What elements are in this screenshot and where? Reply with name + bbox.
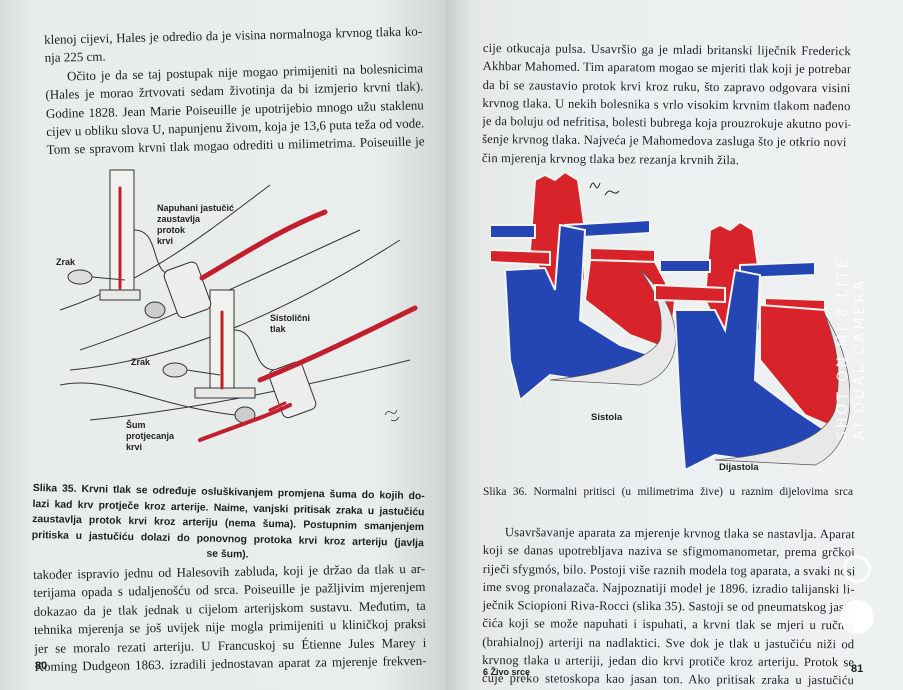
watermark-line: SHOT ON MI 8 LITE (835, 256, 851, 440)
watermark-logo-ring-icon (843, 555, 871, 583)
label-line: Sistolični (270, 313, 311, 323)
text-line: koji se danas upotrebljava naziva se sfi… (482, 543, 855, 560)
artery-2-lower (198, 403, 292, 442)
label-air-2: Zrak (131, 357, 151, 367)
left-bottom-paragraph: također ispravio jednu od Halesovih zabl… (33, 560, 427, 677)
camera-watermark: SHOT ON MI 8 LITE AI DUAL CAMERA (835, 256, 869, 440)
label-line: Šum (126, 420, 146, 430)
stethoscope-tube (59, 382, 236, 416)
label-line: tlak (270, 324, 286, 334)
manometer-1 (109, 169, 135, 296)
text-line: čuje preko stetoskopa kao jasan ton. Ako… (482, 671, 855, 688)
label-line: krvi (126, 442, 143, 452)
systole-myocardium (549, 269, 676, 386)
right-page: cije otkucaja pulsa. Usavršio ga je mlad… (446, 0, 903, 690)
page-number-right: 81 (851, 663, 864, 675)
label-systolic: Sistolični tlak (270, 313, 310, 335)
figure-35-caption: Slika 35. Krvni tlak se određuje osluški… (31, 481, 425, 567)
systole-right-heart (503, 223, 652, 402)
label-line: protjecanja (126, 431, 175, 441)
text-line: ime svog pronalazača. Najpoznatiji model… (482, 579, 855, 597)
heart-diagram (490, 170, 850, 472)
text-line: riječi sfygmós, bilo. Postoji više razni… (482, 561, 855, 578)
text-line: čića koji se može napuhati i ispuhati, a… (482, 616, 855, 633)
label-diastole: Dijastola (719, 462, 759, 473)
text-line: krvnog tlaka u arteriji, jedan dio krvi … (482, 653, 855, 670)
blood-pressure-illustration (59, 169, 418, 442)
label-systole: Sistola (591, 412, 623, 423)
stethoscope-1 (144, 301, 166, 319)
left-page: klenoj cijevi, Hales je odredio da je vi… (0, 0, 446, 690)
watermark-logo-dot-icon (840, 600, 874, 634)
cuff-1 (163, 261, 212, 319)
label-cuff: Napuhani jastučić zaustavlja protok krvi (157, 203, 234, 247)
text-line: (brahialnoj) arteriji na nadlaktici. Sve… (482, 634, 855, 652)
right-bottom-paragraph: Usavršavanje aparata za mjerenje krvnog … (482, 523, 855, 690)
text-line: ječnik Sciopioni Riva-Rocci (slika 35). … (482, 598, 855, 615)
watermark-line: AI DUAL CAMERA (852, 277, 868, 440)
label-line: Napuhani jastučić (157, 203, 235, 213)
heart-systole (490, 170, 677, 402)
diastole-myocardium (714, 314, 850, 466)
label-air-1: Zrak (56, 257, 76, 267)
diastole-right-heart (673, 268, 827, 472)
bulb-2 (162, 362, 188, 378)
right-top-paragraph: cije otkucaja pulsa. Usavršio ga je mlad… (482, 39, 851, 170)
page-number-left: 80 (35, 660, 48, 672)
bulb-1 (67, 269, 93, 285)
label-line: zaustavlja (157, 214, 201, 224)
heart-diastole (654, 220, 850, 472)
figure-36-caption: Slika 36. Normalni pritisci (u milimetri… (483, 486, 853, 498)
label-line: krvi (157, 236, 174, 246)
tube-2 (233, 329, 276, 371)
label-line: protok (157, 225, 185, 235)
artery-2 (257, 305, 418, 383)
text-line: Usavršavanje aparata za mjerenje krvnog … (504, 525, 855, 542)
artery-1 (199, 209, 328, 281)
left-top-paragraphs: klenoj cijevi, Hales je odredio da je vi… (44, 22, 425, 159)
label-flow-sound: Šum protjecanja krvi (126, 420, 174, 453)
page-footer: 6 Živo srce (483, 667, 531, 677)
flow-arrow (268, 401, 287, 412)
